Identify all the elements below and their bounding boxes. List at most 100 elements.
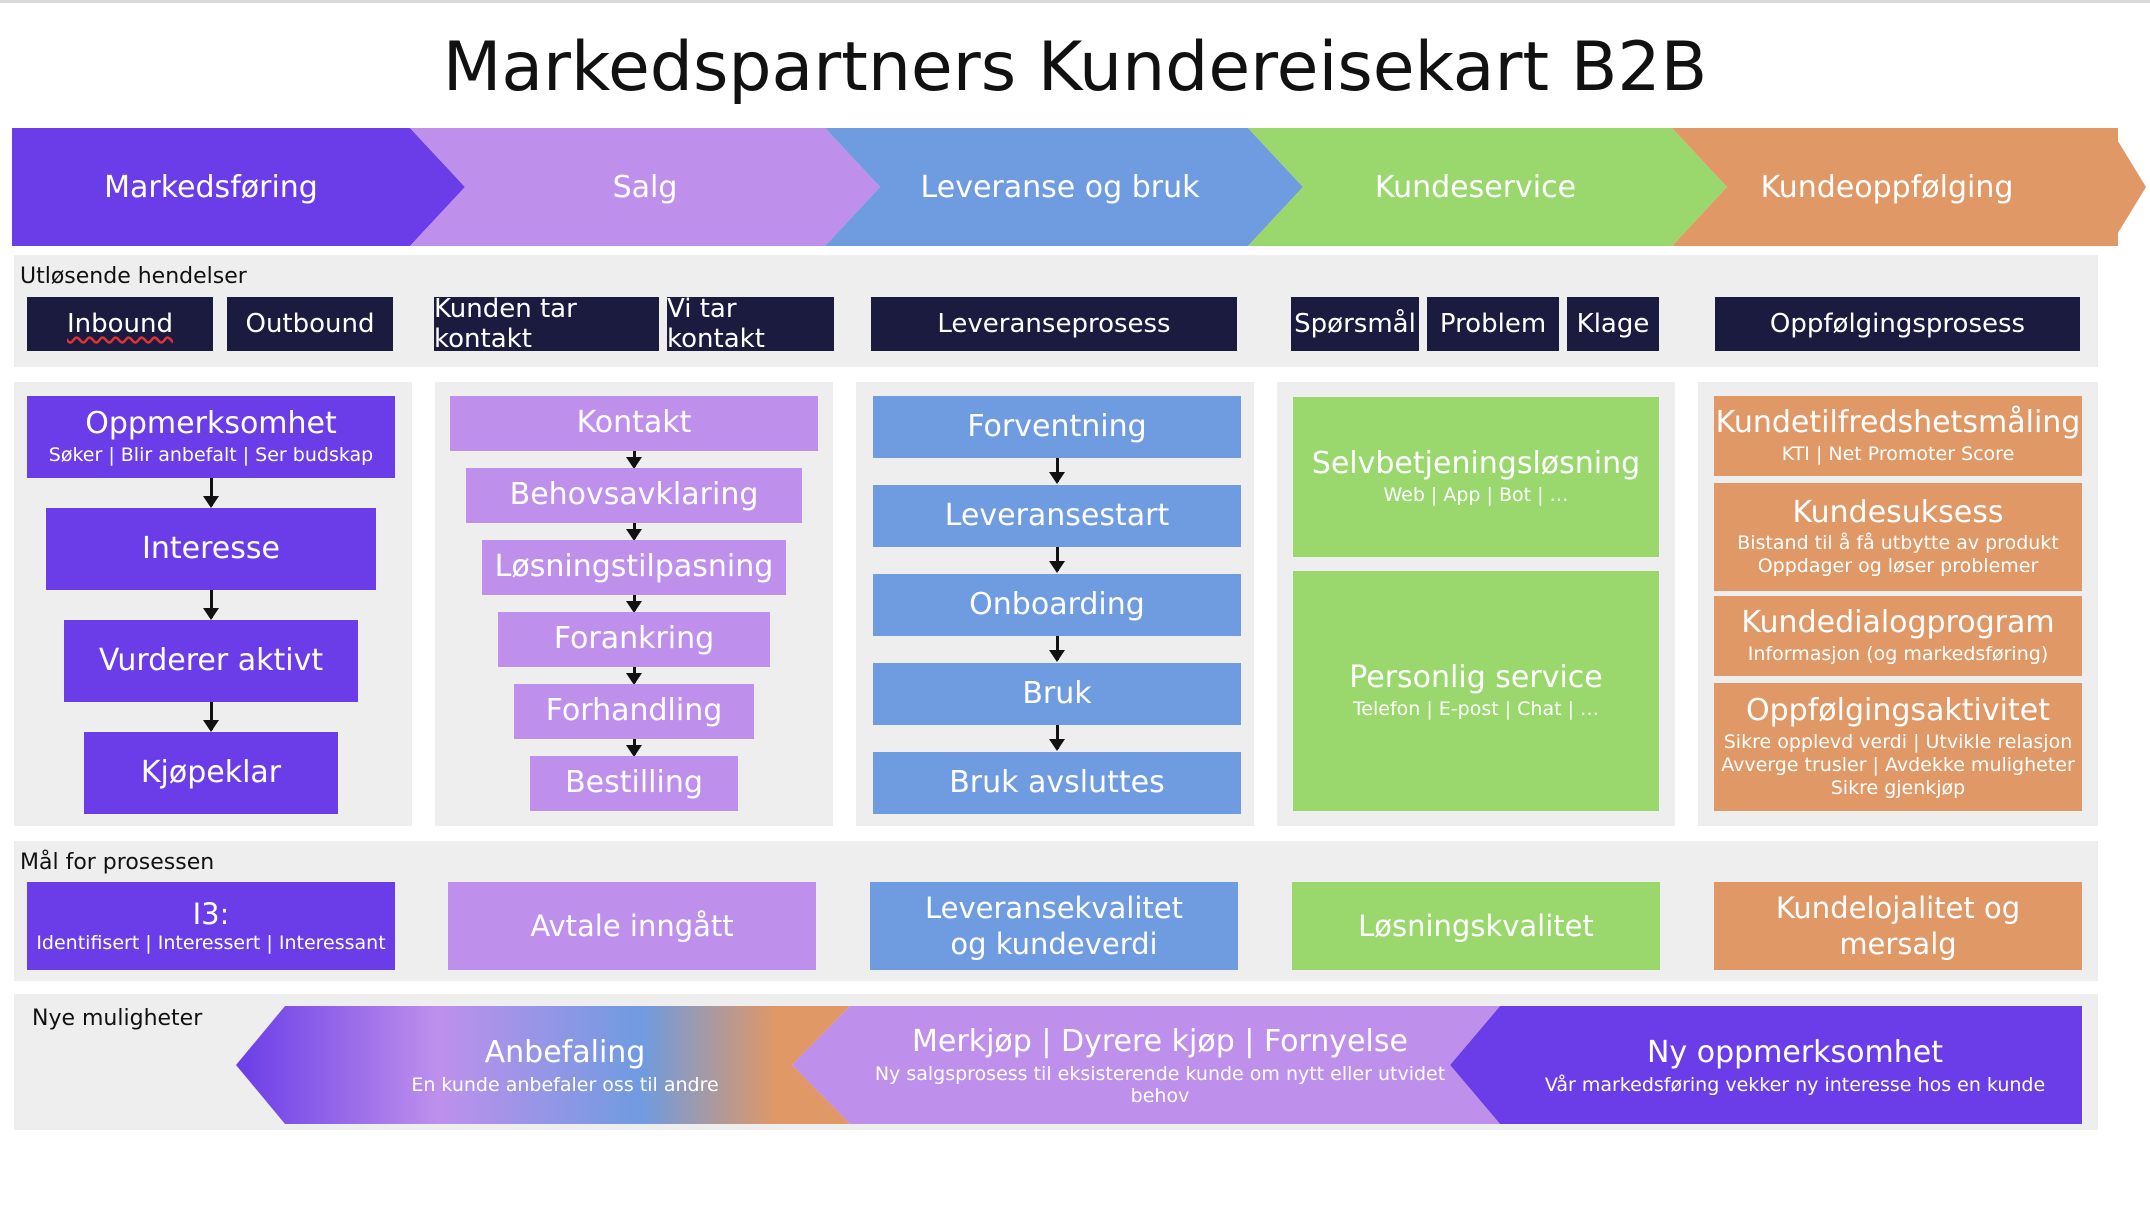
- trigger-we-contact: Vi tar kontakt: [667, 294, 834, 354]
- trigger-inbound: Inbound: [27, 297, 213, 351]
- goal-title: Kundelojalitet og mersalg: [1775, 890, 2021, 961]
- stage-anchoring: Forankring: [498, 612, 770, 667]
- flow-arrow: [1049, 725, 1065, 751]
- phase-followup: Kundeoppfølging: [1727, 128, 2047, 246]
- stage-title: Kundesuksess: [1792, 494, 2004, 530]
- stage-contact: Kontakt: [450, 396, 818, 451]
- trigger-label: Problem: [1439, 309, 1547, 339]
- chevron-sales: [410, 128, 880, 246]
- stage-awareness: Oppmerksomhet Søker | Blir anbefalt | Se…: [27, 396, 395, 478]
- goal-title: Leveransekvalitet: [925, 890, 1183, 925]
- trigger-label: Leveranseprosess: [937, 309, 1171, 339]
- trigger-question: Spørsmål: [1291, 297, 1419, 351]
- stage-title: Kontakt: [576, 405, 692, 441]
- stage-subtitle: Søker | Blir anbefalt | Ser budskap: [48, 443, 374, 466]
- top-divider: [0, 0, 2150, 3]
- stage-subtitle: Avverge trusler | Avdekke muligheter: [1721, 753, 2075, 776]
- flow-arrow: [203, 590, 219, 620]
- flow-arrow: [1049, 458, 1065, 484]
- chevron-tip-point: [2090, 128, 2146, 246]
- trigger-delivery-process: Leveranseprosess: [871, 297, 1237, 351]
- stage-ready-to-buy: Kjøpeklar: [84, 732, 338, 814]
- stage-title: Bruk avsluttes: [949, 764, 1165, 800]
- flow-arrow: [1049, 547, 1065, 573]
- flow-arrow: [626, 595, 642, 613]
- goal-sales: Avtale inngått: [448, 882, 816, 970]
- stage-solution-fit: Løsningstilpasning: [482, 540, 786, 595]
- flow-arrow: [626, 523, 642, 541]
- opportunity-title: Merkjøp | Dyrere kjøp | Fornyelse: [912, 1023, 1408, 1059]
- trigger-label: Spørsmål: [1294, 309, 1416, 339]
- phase-chevrons: [12, 128, 2118, 246]
- phase-label: Kundeservice: [1374, 169, 1577, 205]
- goal-delivery: Leveransekvalitet og kundeverdi: [870, 882, 1238, 970]
- stage-title: Selvbetjeningsløsning: [1311, 446, 1641, 482]
- arrow-upsell: [792, 1006, 1500, 1124]
- phase-label: Markedsføring: [104, 169, 318, 205]
- flow-arrow: [1049, 636, 1065, 662]
- stage-onboarding: Onboarding: [873, 574, 1241, 636]
- stage-title: Løsningstilpasning: [494, 549, 774, 585]
- page-title: Markedspartners Kundereisekart B2B: [442, 28, 1708, 107]
- stage-delivery-start: Leveransestart: [873, 485, 1241, 547]
- stage-dialog-program: Kundedialogprogram Informasjon (og marke…: [1714, 596, 2082, 676]
- trigger-outbound: Outbound: [227, 297, 393, 351]
- trigger-problem: Problem: [1427, 297, 1559, 351]
- stage-negotiation: Forhandling: [514, 684, 754, 739]
- opportunity-subtitle: Ny salgsprosess til eksisterende kunde o…: [874, 1062, 1446, 1107]
- phase-service: Kundeservice: [1303, 128, 1648, 246]
- trigger-customer-contacts: Kunden tar kontakt: [434, 294, 659, 354]
- arrow-new-awareness: [1450, 1006, 2082, 1124]
- opportunity-new-awareness: Ny oppmerksomhet Vår markedsføring vekke…: [1510, 1006, 2080, 1124]
- stage-title: Oppmerksomhet: [85, 406, 337, 442]
- goal-title-line2: og kundeverdi: [950, 927, 1158, 961]
- arrow-recommendation: [236, 1006, 850, 1124]
- chevron-marketing: [12, 128, 465, 246]
- stage-title: Bestilling: [565, 765, 703, 801]
- stage-usage: Bruk: [873, 663, 1241, 725]
- stage-subtitle: KTI | Net Promoter Score: [1781, 442, 2015, 465]
- opportunity-upsell: Merkjøp | Dyrere kjøp | Fornyelse Ny sal…: [860, 1006, 1460, 1124]
- flow-arrow: [626, 739, 642, 757]
- stage-subtitle: Sikre gjenkjøp: [1830, 776, 1966, 799]
- goal-marketing: I3: Identifisert | Interessert | Interes…: [27, 882, 395, 970]
- stage-title: Kundedialogprogram: [1741, 605, 2055, 641]
- opportunities-label: Nye muligheter: [32, 1006, 203, 1031]
- stage-title: Kjøpeklar: [140, 754, 282, 790]
- flow-arrow: [203, 702, 219, 732]
- opportunity-title: Ny oppmerksomhet: [1646, 1034, 1943, 1070]
- stage-title: Behovsavklaring: [509, 477, 759, 513]
- stage-interest: Interesse: [46, 508, 376, 590]
- phase-label: Salg: [612, 169, 678, 205]
- phase-delivery: Leveranse og bruk: [880, 128, 1240, 246]
- trigger-label: Oppfølgingsprosess: [1769, 309, 2026, 339]
- goals-label: Mål for prosessen: [20, 850, 215, 875]
- stage-expectation: Forventning: [873, 396, 1241, 458]
- chevron-service: [1248, 128, 1727, 246]
- trigger-label: Inbound: [66, 309, 174, 339]
- trigger-label: Klage: [1576, 309, 1650, 339]
- stage-subtitle: Telefon | E-post | Chat | …: [1352, 697, 1600, 720]
- stage-title: Forankring: [553, 621, 715, 657]
- trigger-label: Vi tar kontakt: [667, 294, 765, 354]
- stage-customer-success: Kundesuksess Bistand til å få utbytte av…: [1714, 483, 2082, 591]
- stage-subtitle: Bistand til å få utbytte av produkt: [1737, 532, 2059, 555]
- stage-subtitle: Web | App | Bot | …: [1383, 483, 1569, 506]
- stage-personal-service: Personlig service Telefon | E-post | Cha…: [1293, 571, 1659, 811]
- stage-satisfaction-survey: Kundetilfredshetsmåling KTI | Net Promot…: [1714, 396, 2082, 476]
- goal-service: Løsningskvalitet: [1292, 882, 1660, 970]
- trigger-label: Kunden tar kontakt: [434, 294, 577, 354]
- stage-self-service: Selvbetjeningsløsning Web | App | Bot | …: [1293, 397, 1659, 557]
- trigger-complaint: Klage: [1567, 297, 1659, 351]
- phase-label: Kundeoppfølging: [1760, 169, 2014, 205]
- stage-followup-activity: Oppfølgingsaktivitet Sikre opplevd verdi…: [1714, 683, 2082, 811]
- stage-title: Forventning: [967, 408, 1147, 444]
- trigger-label: Outbound: [245, 309, 375, 339]
- flow-arrow: [203, 478, 219, 508]
- stage-title: Oppfølgingsaktivitet: [1746, 693, 2050, 729]
- stage-order: Bestilling: [530, 756, 738, 811]
- opportunity-title: Anbefaling: [484, 1034, 646, 1070]
- opportunity-recommendation: Anbefaling En kunde anbefaler oss til an…: [300, 1006, 830, 1124]
- opportunity-subtitle: Vår markedsføring vekker ny interesse ho…: [1544, 1073, 2046, 1096]
- phase-label: Leveranse og bruk: [920, 169, 1200, 205]
